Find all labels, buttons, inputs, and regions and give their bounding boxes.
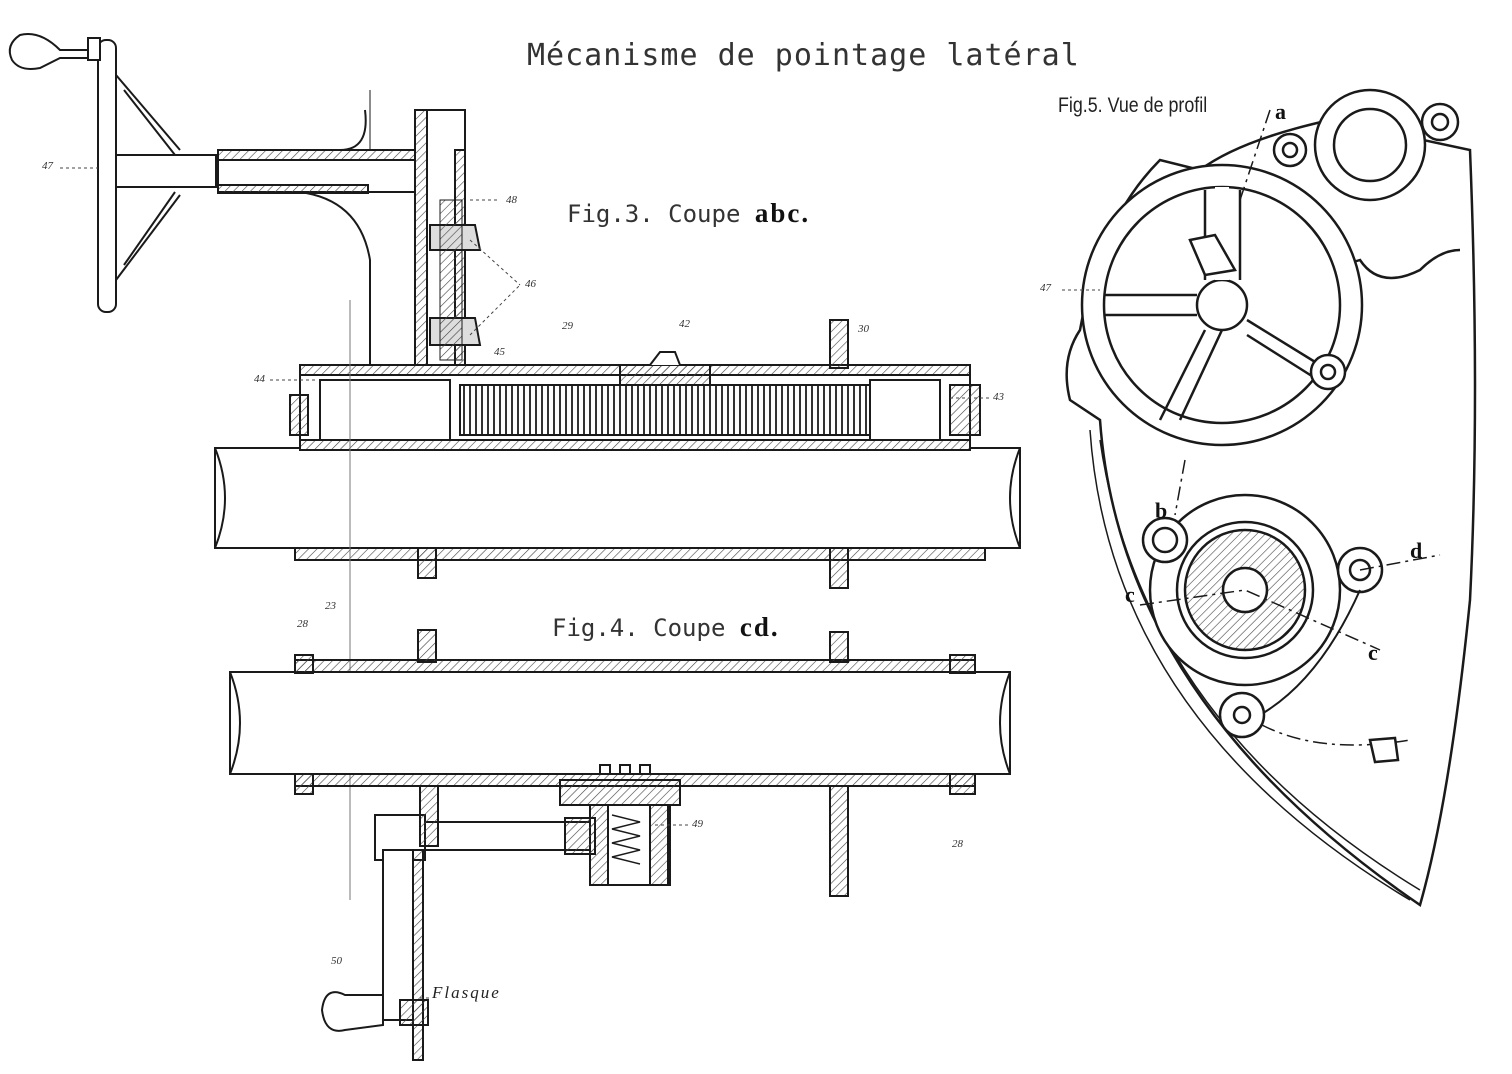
part-number-49: 49	[692, 818, 703, 830]
left-handwheel	[8, 33, 217, 313]
section-letter-b: b	[1155, 498, 1168, 523]
fig4-title-prefix: Fig.4. Coupe	[552, 614, 726, 642]
fig3-title-prefix: Fig.3. Coupe	[567, 200, 741, 228]
fig5-profile-drawing	[1065, 88, 1477, 908]
part-number-28-right: 28	[952, 838, 963, 850]
fig3-title: Fig.3. Coupe abc.	[567, 198, 810, 229]
fig3-section-drawing	[8, 33, 1021, 900]
part-number-28-left: 28	[297, 618, 308, 630]
part-number-42: 42	[679, 318, 690, 330]
section-letter-d: d	[1410, 538, 1423, 563]
part-number-46: 46	[525, 278, 536, 290]
part-number-30: 30	[858, 323, 869, 335]
part-number-43: 43	[993, 391, 1004, 403]
section-letter-a: a	[1275, 99, 1286, 124]
part-number-44: 44	[254, 373, 265, 385]
section-letter-c-right: c	[1368, 640, 1378, 665]
part-number-48: 48	[506, 194, 517, 206]
fig4-section-drawing	[229, 629, 1011, 1061]
fig4-title-letters: cd.	[739, 612, 780, 642]
section-letter-c-left: c	[1125, 582, 1135, 607]
part-number-47-left: 47	[42, 160, 53, 172]
fig5-title: Fig.5. Vue de profil	[1058, 94, 1208, 117]
part-number-45: 45	[494, 346, 505, 358]
fig4-title: Fig.4. Coupe cd.	[552, 612, 780, 643]
fig3-title-letters: abc.	[754, 198, 811, 228]
part-number-23: 23	[325, 600, 336, 612]
part-number-29: 29	[562, 320, 573, 332]
flasque-label: Flasque	[432, 983, 501, 1002]
part-number-50: 50	[331, 955, 342, 967]
leader-lines	[60, 167, 1100, 999]
part-number-47-fig5: 47	[1040, 282, 1051, 294]
page-title: Mécanisme de pointage latéral	[527, 38, 1080, 73]
